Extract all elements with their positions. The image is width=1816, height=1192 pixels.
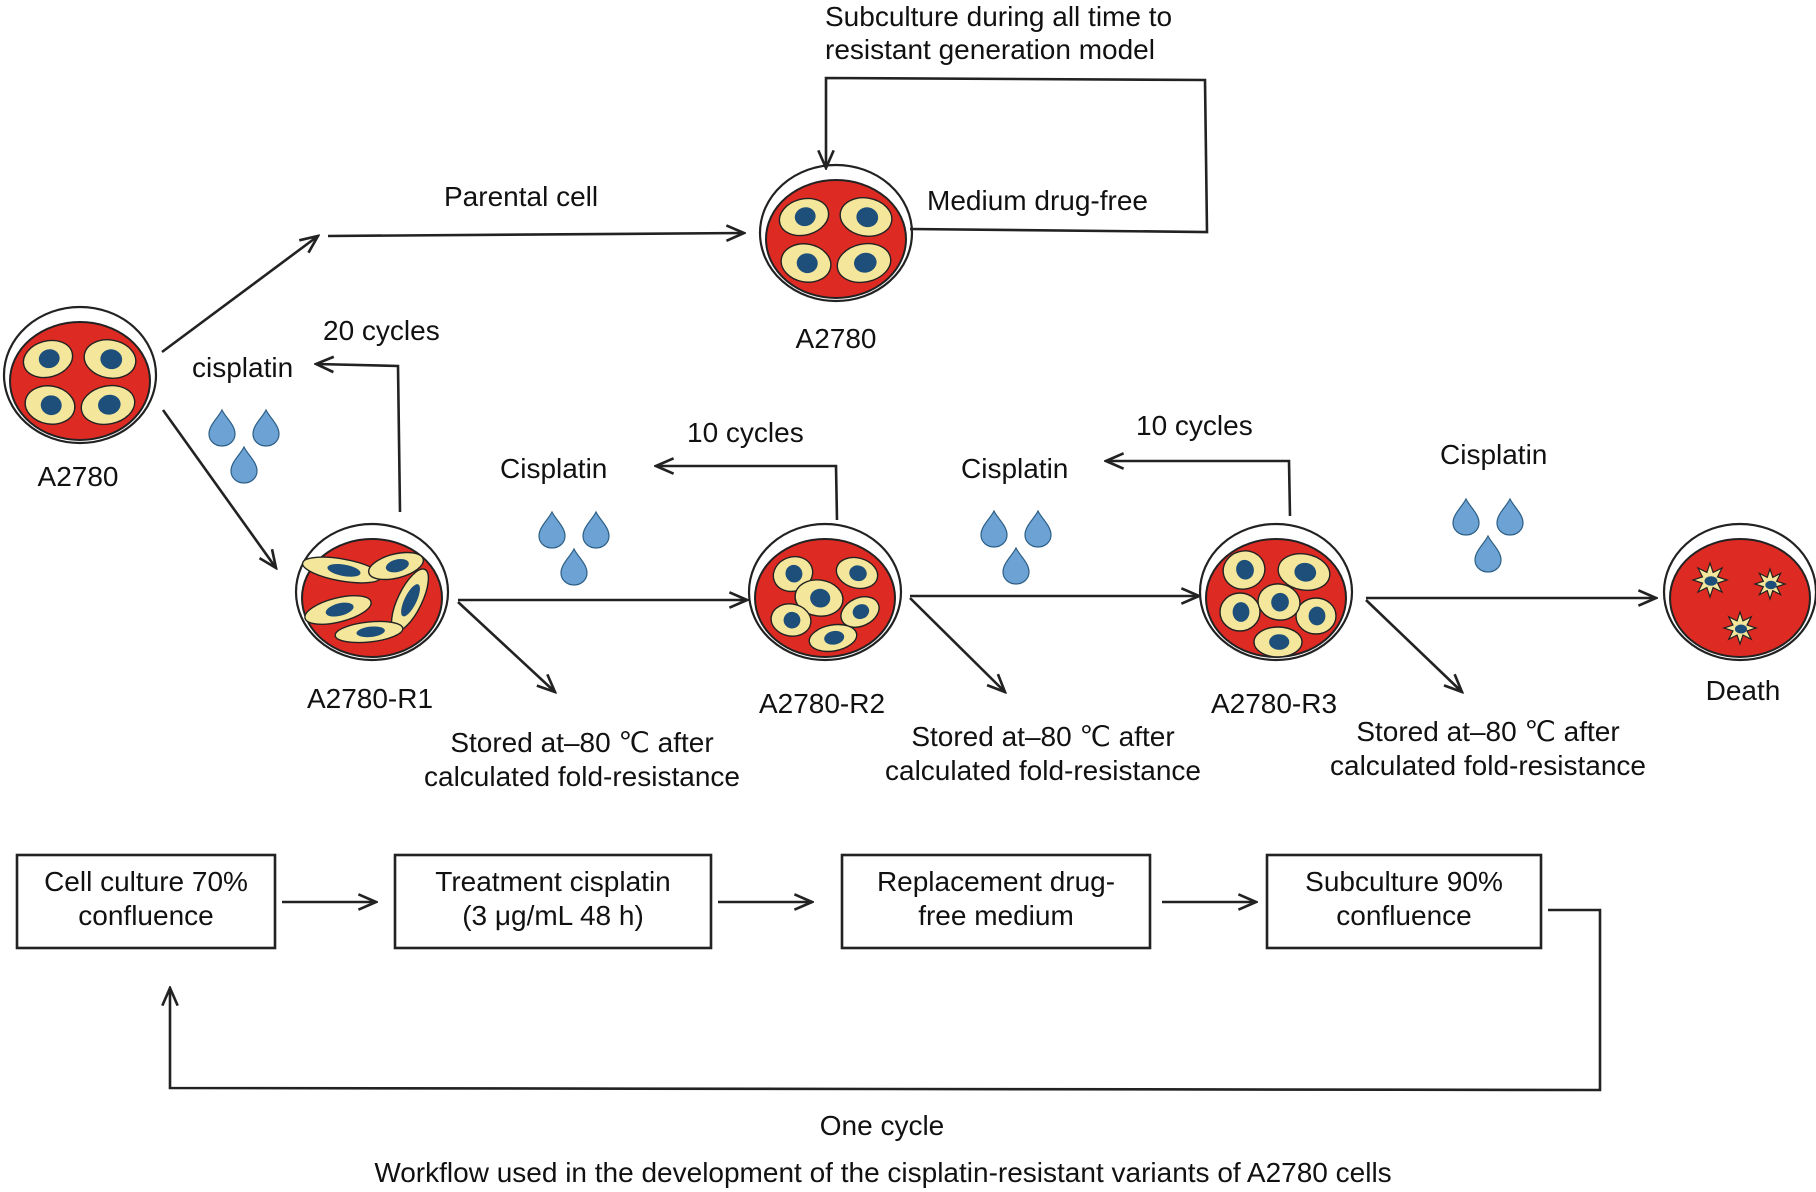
arrow-start-to-branch <box>161 236 318 354</box>
cisplatin-drops-icon <box>980 509 1052 585</box>
dead-cell-icon <box>1722 610 1758 646</box>
workflow-step-2-line1: Treatment cisplatin <box>435 866 671 897</box>
cell-icon <box>794 579 844 617</box>
r3-return-connector <box>1106 461 1292 517</box>
cell-icon <box>1222 550 1266 590</box>
dish-r3 <box>1198 522 1354 662</box>
drop-icon <box>538 510 566 549</box>
cell-icon <box>367 551 425 581</box>
subculture-label-line1: Subculture during all time to <box>825 1 1172 32</box>
dead-cell-icon <box>1691 561 1729 599</box>
arrow-parental-cell <box>327 233 744 236</box>
workflow-step-4-line1: Subculture 90% <box>1305 866 1503 897</box>
dish-label-r1: A2780-R1 <box>307 683 433 714</box>
cell-icon <box>839 197 893 237</box>
drop-icon <box>1496 497 1524 536</box>
dish-death <box>1662 522 1816 662</box>
workflow-step-3: Replacement drug- free medium <box>840 853 1152 950</box>
figure-caption: Workflow used in the development of the … <box>374 1157 1391 1188</box>
dish-label-start: A2780 <box>38 461 119 492</box>
workflow-step-3-line1: Replacement drug- <box>877 866 1115 897</box>
cisplatin-drops-icon <box>208 408 280 484</box>
stored-label-2-line1: Stored at–80 ℃ after <box>911 721 1174 752</box>
cell-icon <box>1253 626 1303 658</box>
parental-cell-label: Parental cell <box>444 181 598 212</box>
stored-label-3-line1: Stored at–80 ℃ after <box>1356 716 1619 747</box>
subculture-label-line2: resistant generation model <box>825 34 1155 65</box>
cell-icon <box>770 603 812 637</box>
cisplatin-lower-label: cisplatin <box>192 352 293 383</box>
arrow-r3-to-storage <box>1365 599 1462 692</box>
cell-icon <box>840 596 880 628</box>
cell-icon <box>83 339 137 379</box>
dead-cell-icon <box>1753 567 1787 601</box>
stored-label-3-line2: calculated fold-resistance <box>1330 750 1646 781</box>
dish-label-r3: A2780-R3 <box>1211 688 1337 719</box>
workflow-step-4-line2: confluence <box>1336 900 1471 931</box>
workflow-step-4: Subculture 90% confluence <box>1265 853 1543 950</box>
workflow-loop-connector <box>170 908 1602 1092</box>
workflow-step-2-line2: (3 μg/mL 48 h) <box>462 900 644 931</box>
cell-icon <box>1257 583 1301 621</box>
dish-start <box>2 305 158 445</box>
drop-icon <box>582 510 610 549</box>
drop-icon <box>230 445 258 484</box>
drop-icon <box>560 547 588 586</box>
drop-icon <box>980 509 1008 548</box>
drop-icon <box>1024 509 1052 548</box>
cell-icon <box>772 555 814 593</box>
drop-icon <box>1452 497 1480 536</box>
arrow-r1-to-storage <box>457 601 555 692</box>
arrow-r2-to-storage <box>909 597 1005 692</box>
r1-return-connector <box>316 364 402 513</box>
workflow-step-3-line2: free medium <box>918 900 1074 931</box>
drop-icon <box>208 408 236 447</box>
stored-label-1-line1: Stored at–80 ℃ after <box>450 727 713 758</box>
cell-icon <box>304 595 372 625</box>
cisplatin-label-1: Cisplatin <box>500 453 607 484</box>
cell-icon <box>836 242 892 284</box>
dish-label-death: Death <box>1706 675 1781 706</box>
medium-drug-free-label: Medium drug-free <box>927 185 1148 216</box>
drop-icon <box>252 408 280 447</box>
subculture-loop-connector <box>826 76 1209 234</box>
dish-label-r2: A2780-R2 <box>759 688 885 719</box>
cell-icon <box>301 556 383 584</box>
dish-label-parental: A2780 <box>796 323 877 354</box>
stored-label-2-line2: calculated fold-resistance <box>885 755 1201 786</box>
cell-icon <box>1277 553 1331 591</box>
cell-icon <box>22 339 74 379</box>
cell-icon <box>1295 597 1337 635</box>
cisplatin-drops-icon <box>1452 497 1524 573</box>
cell-icon <box>334 620 404 644</box>
cisplatin-label-2: Cisplatin <box>961 453 1068 484</box>
workflow-step-1-line2: confluence <box>78 900 213 931</box>
workflow-step-1-line1: Cell culture 70% <box>44 866 248 897</box>
dish-r1 <box>294 522 450 662</box>
cell-icon <box>835 556 879 590</box>
drop-icon <box>1474 534 1502 573</box>
drop-icon <box>1002 546 1030 585</box>
stored-label-1-line2: calculated fold-resistance <box>424 761 740 792</box>
cell-icon <box>778 197 830 237</box>
cycles-20-label: 20 cycles <box>323 315 440 346</box>
cell-icon <box>24 385 76 425</box>
workflow-step-2: Treatment cisplatin (3 μg/mL 48 h) <box>393 853 713 950</box>
cell-icon <box>780 243 832 283</box>
cycles-10-label-a: 10 cycles <box>687 417 804 448</box>
workflow-step-1: Cell culture 70% confluence <box>15 853 277 950</box>
cycles-10-label-b: 10 cycles <box>1136 410 1253 441</box>
arrow-start-to-r1 <box>161 409 276 568</box>
cisplatin-drops-icon <box>538 510 610 586</box>
one-cycle-label: One cycle <box>820 1110 945 1141</box>
dish-r2 <box>747 522 903 662</box>
cell-icon <box>1219 592 1261 632</box>
cell-icon <box>808 623 858 653</box>
cell-icon <box>80 384 136 426</box>
cisplatin-label-3: Cisplatin <box>1440 439 1547 470</box>
r2-return-connector <box>656 466 839 521</box>
dish-parental <box>758 163 914 303</box>
